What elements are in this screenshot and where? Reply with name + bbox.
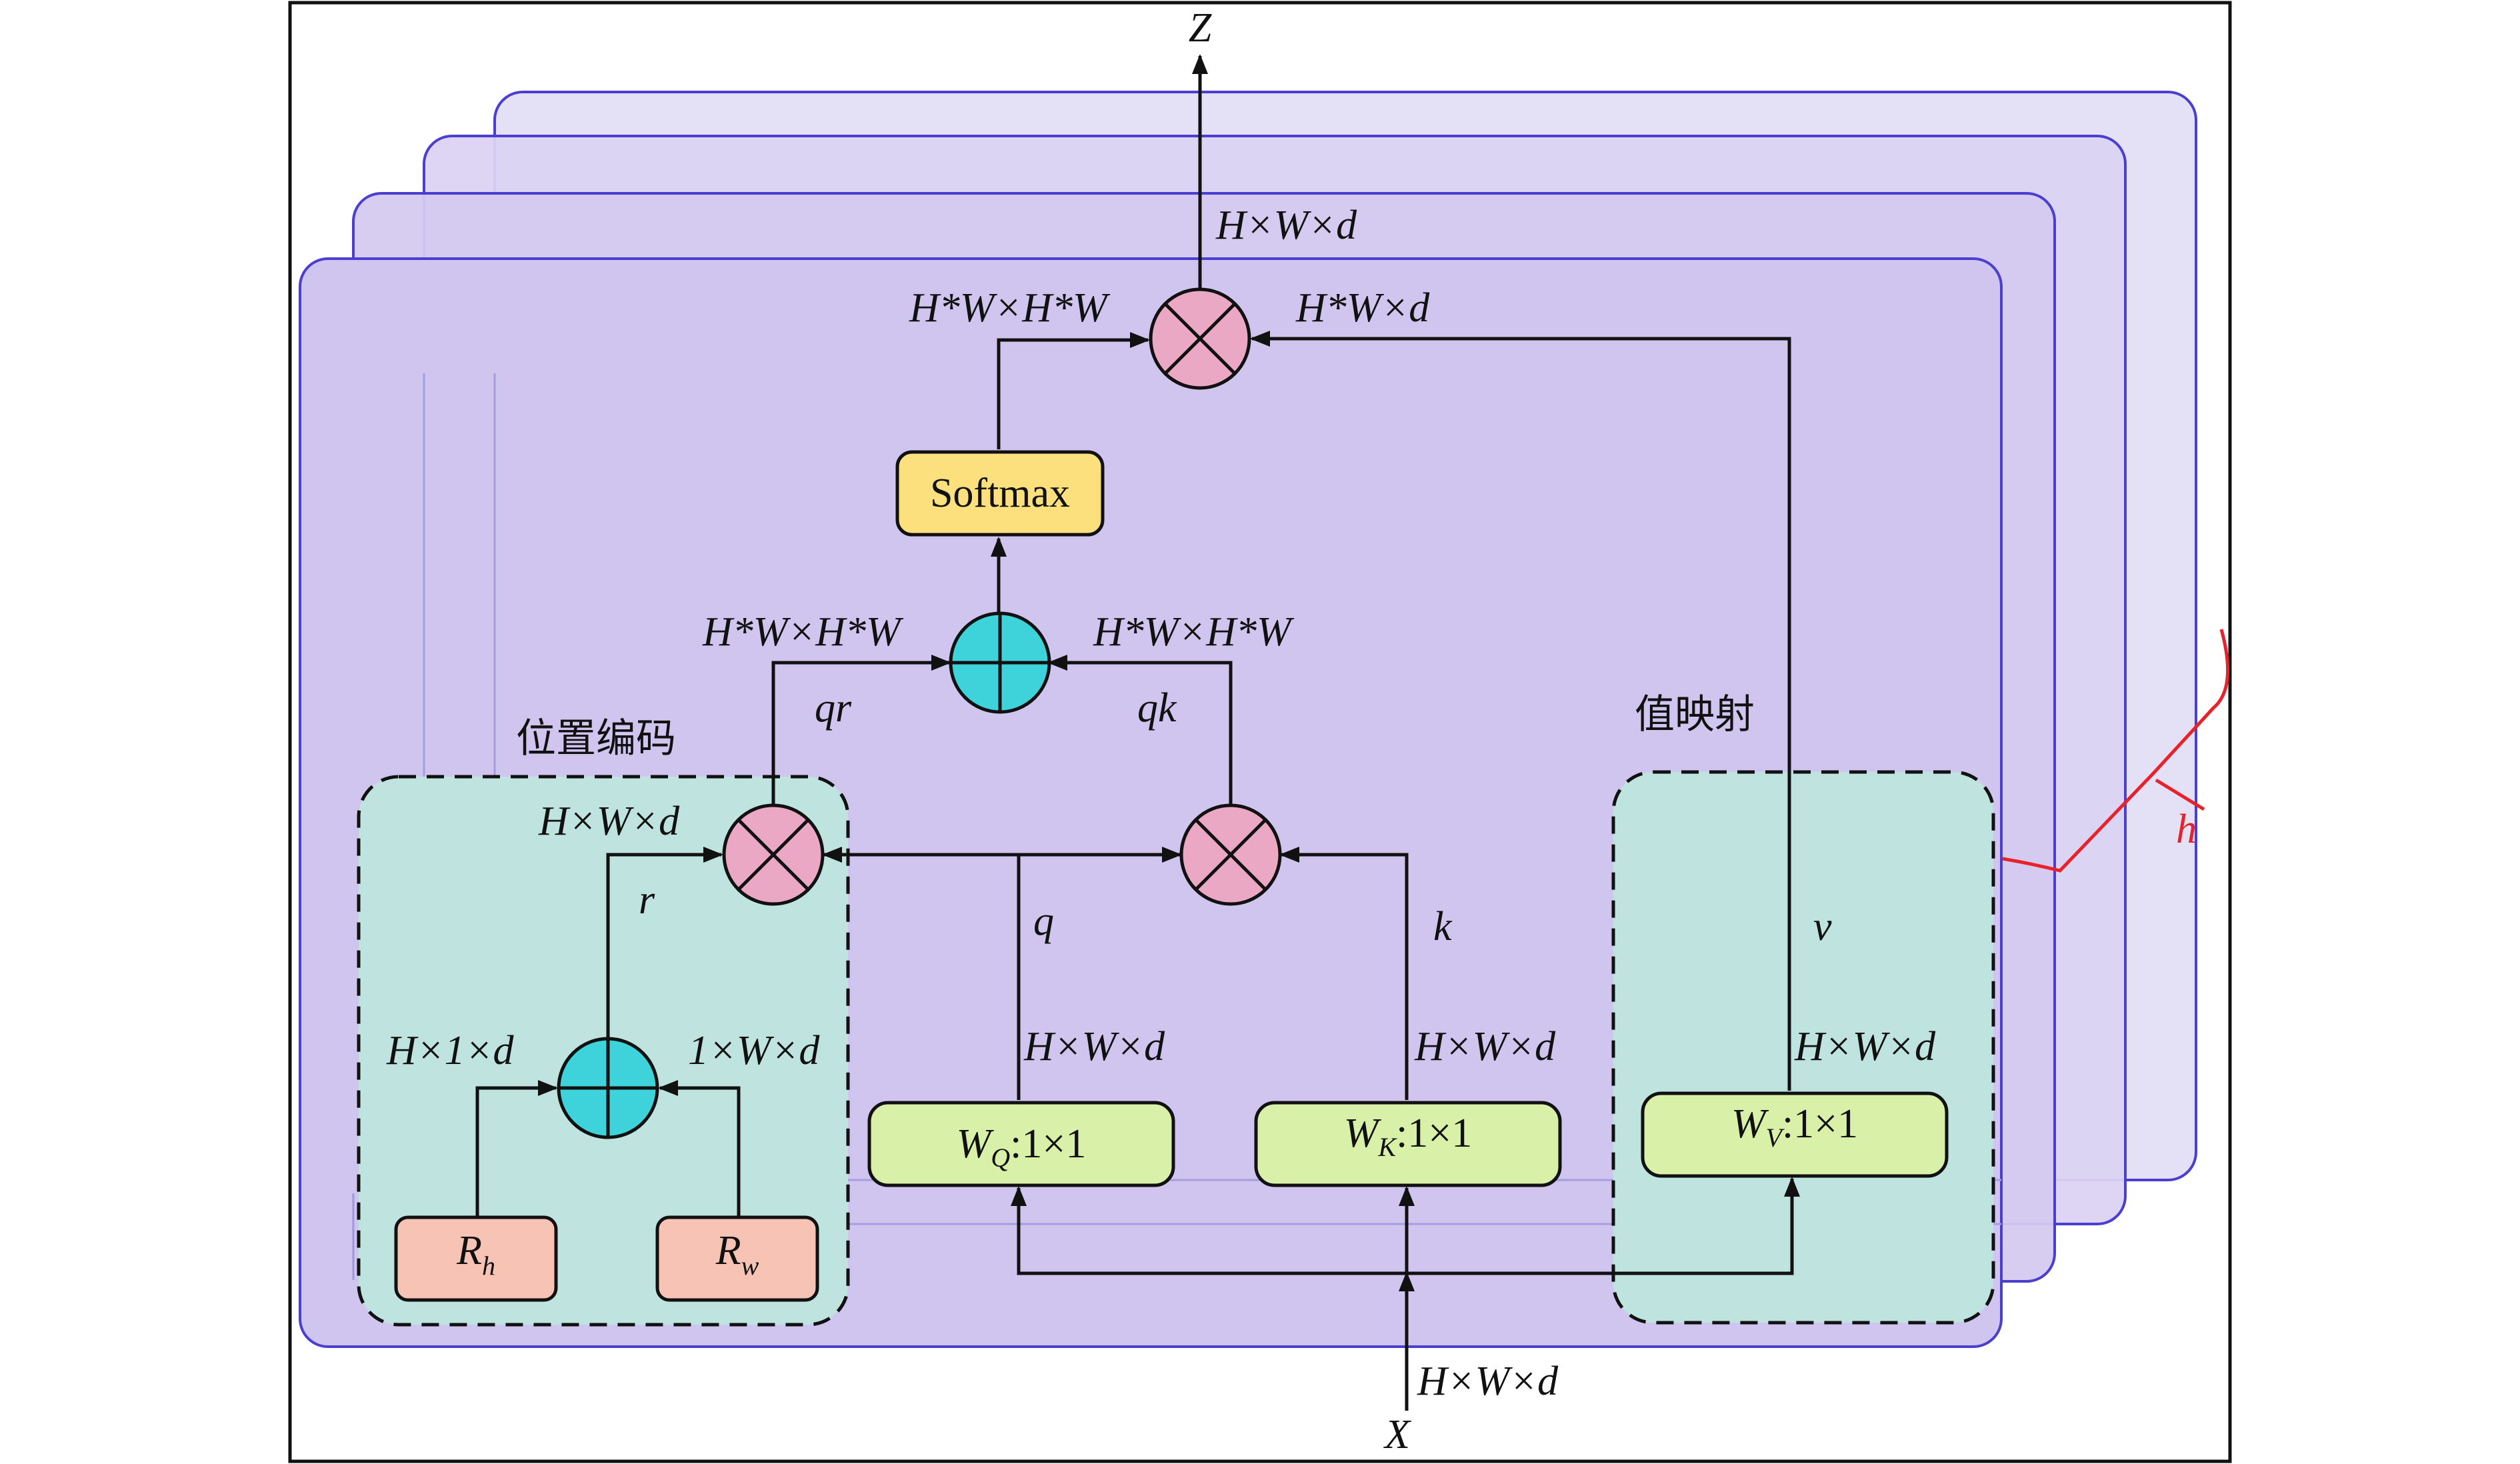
svg-text:WV:1×1: WV:1×1 [1731, 1101, 1858, 1153]
rw-dim-label: 1×W×d [688, 1028, 820, 1073]
rh-dim-label: H×1×d [386, 1028, 514, 1073]
connectors [475, 54, 1800, 1411]
weight-v-box: WV:1×1 [1641, 1091, 1949, 1178]
multiply-op-qk [1179, 803, 1282, 906]
outer-frame [288, 1, 2232, 1463]
q-label: q [1033, 899, 1054, 944]
softmax-box: Softmax [895, 450, 1105, 537]
add-op-position [557, 1037, 659, 1139]
add-op-logits [949, 611, 1051, 714]
qk-label: qk [1137, 685, 1177, 731]
svg-text:Softmax: Softmax [930, 471, 1070, 516]
svg-text:WK:1×1: WK:1×1 [1344, 1111, 1473, 1162]
qr-label: qr [815, 685, 852, 731]
heads-label: h [2176, 807, 2197, 852]
qk-dim-label: H*W×H*W [1093, 609, 1295, 655]
input-label: X [1383, 1412, 1411, 1457]
weight-q-box: WQ:1×1 [867, 1101, 1175, 1187]
output-dim-label: H×W×d [1215, 203, 1357, 248]
svg-text:WQ:1×1: WQ:1×1 [957, 1121, 1087, 1173]
r-dim-label: H×W×d [538, 799, 680, 844]
r-label: r [639, 877, 655, 923]
svg-text:Rw: Rw [715, 1228, 759, 1281]
value-dim-label: H*W×d [1295, 285, 1430, 331]
heads-bracket [2002, 629, 2230, 873]
k-label: k [1433, 904, 1453, 949]
multiply-op-output [1149, 287, 1251, 390]
wq-dim-label: H×W×d [1023, 1024, 1165, 1069]
v-label: v [1813, 904, 1832, 949]
output-label: Z [1189, 5, 1212, 51]
position-encoding-title: 位置编码 [516, 715, 676, 762]
r-w-box: Rw [655, 1215, 819, 1302]
r-h-box: Rh [394, 1215, 558, 1302]
multiply-op-qr [722, 803, 825, 906]
value-mapping-title: 值映射 [1635, 691, 1755, 738]
value-mapping-module [1611, 770, 1995, 1325]
wv-dim-label: H×W×d [1794, 1024, 1936, 1069]
qr-dim-label: H*W×H*W [702, 609, 904, 655]
input-dim-label: H×W×d [1417, 1359, 1559, 1404]
weight-k-box: WK:1×1 [1254, 1101, 1562, 1187]
wk-dim-label: H×W×d [1414, 1024, 1556, 1069]
svg-text:Rh: Rh [456, 1228, 495, 1281]
softmax-out-dim-label: H*W×H*W [909, 285, 1111, 331]
